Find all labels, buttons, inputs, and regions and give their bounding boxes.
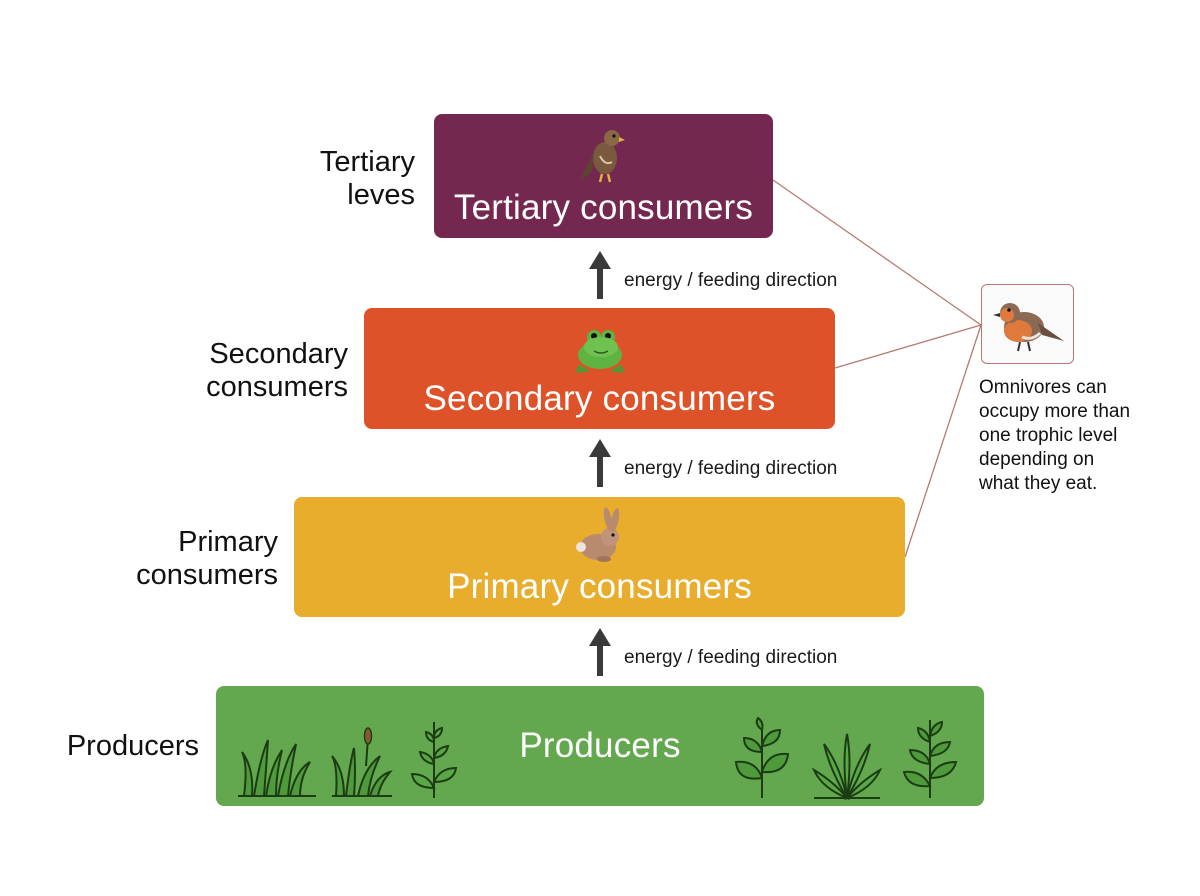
side-label-secondary: Secondary consumers <box>206 338 348 404</box>
side-label-line: consumers <box>136 559 278 591</box>
level-secondary: Secondary consumers <box>364 308 835 429</box>
connector-tertiary <box>772 179 982 326</box>
connector-primary <box>904 324 982 558</box>
side-label-line: Producers <box>66 730 199 762</box>
omnivore-note: Omnivores can occupy more than one troph… <box>979 376 1179 496</box>
side-label-primary: Primary consumers <box>136 526 278 592</box>
note-line: what they eat. <box>979 473 1098 494</box>
side-label-tertiary: Tertiary leves <box>320 146 415 212</box>
side-label-line: Secondary <box>209 338 348 370</box>
arrow-up-icon <box>589 628 611 676</box>
level-title-tertiary: Tertiary consumers <box>453 188 754 227</box>
rabbit-icon <box>575 507 619 562</box>
branch-plant-icon <box>902 720 958 798</box>
leafy-plant-icon <box>734 716 790 798</box>
arrow-label: energy / feeding direction <box>624 270 838 291</box>
note-line: one trophic level <box>979 425 1118 446</box>
side-label-line: Primary <box>178 526 278 558</box>
arrow-label: energy / feeding direction <box>624 458 838 479</box>
omnivore-icon-box <box>981 284 1074 364</box>
side-label-line: leves <box>347 179 415 211</box>
note-line: occupy more than <box>979 401 1131 422</box>
hawk-icon <box>579 130 625 183</box>
arrow-up-icon <box>589 251 611 299</box>
level-title-producers: Producers <box>519 726 681 765</box>
level-primary: Primary consumers <box>294 497 905 617</box>
reed-icon <box>331 727 393 797</box>
side-label-line: Tertiary <box>319 146 415 178</box>
level-title-secondary: Secondary consumers <box>423 379 776 418</box>
side-label-producers: Producers <box>67 730 199 763</box>
robin-icon <box>993 303 1064 352</box>
agave-icon <box>812 733 882 800</box>
level-title-primary: Primary consumers <box>447 567 752 606</box>
sprout-icon <box>410 722 458 798</box>
frog-icon <box>575 330 624 373</box>
side-label-line: consumers <box>206 371 348 403</box>
note-line: Omnivores can <box>979 377 1107 398</box>
level-tertiary: Tertiary consumers <box>434 114 773 238</box>
connector-secondary <box>834 324 982 369</box>
level-producers: Producers <box>216 686 984 806</box>
note-line: depending on <box>979 449 1095 470</box>
grass-icon <box>238 739 316 797</box>
arrow-up-icon <box>589 439 611 487</box>
arrow-label: energy / feeding direction <box>624 647 838 668</box>
